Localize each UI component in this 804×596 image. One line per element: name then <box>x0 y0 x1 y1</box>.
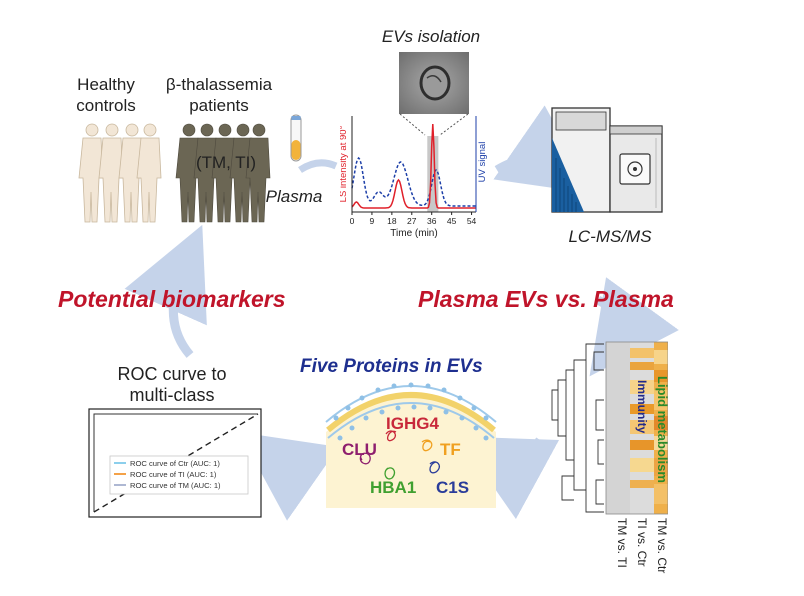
column-label-tm-vs-ctr: TM vs. Ctr <box>655 518 669 573</box>
protein-blob-icon <box>384 467 396 480</box>
tm-ti-label: (TM, TI) <box>195 153 257 172</box>
evs-isolation-label: EVs isolation <box>381 27 481 46</box>
healthy-controls-label: Healthy controls <box>64 74 148 116</box>
immunity-label: Immunity <box>635 380 649 434</box>
arrow-plasma <box>298 159 338 173</box>
thal-line2: patients <box>189 96 249 115</box>
y-axis-right-title: UV signal <box>477 142 488 183</box>
healthy-people-illustration <box>78 123 162 223</box>
roc-title: ROC curve to multi-class <box>92 364 252 406</box>
person-icon <box>118 123 144 223</box>
vesicle-icon <box>419 65 451 101</box>
roc-curve-combined <box>93 413 258 512</box>
healthy-line2: controls <box>76 96 136 115</box>
vesicle-membrane-illustration <box>325 382 497 508</box>
arrow-to-proteins <box>458 436 560 520</box>
person-icon <box>78 123 104 223</box>
uv-trace <box>351 156 476 207</box>
roc-chart: ROC curve of Ctr (AUC: 1) ROC curve of TI… <box>88 408 262 518</box>
heatmap-column-labels: TM vs. TI TI vs. Ctr TM vs. Ctr <box>615 518 669 573</box>
protein-blob-icon <box>385 430 397 442</box>
plasma-evs-heading: Plasma EVs vs. Plasma <box>418 286 674 312</box>
ls-trace <box>351 123 476 209</box>
plasma-label: Plasma <box>265 187 323 206</box>
roc-legend-label: ROC curve of TM (AUC: 1) <box>130 481 221 490</box>
protein-c1s: C1S <box>436 478 470 497</box>
protein-clu: CLU <box>342 440 377 459</box>
x-tick-label: 36 <box>427 216 437 226</box>
person-icon <box>211 123 237 223</box>
protein-ighg4: IGHG4 <box>386 414 439 433</box>
x-tick-label: 45 <box>447 216 457 226</box>
column-label-tm-vs-ti: TM vs. TI <box>615 518 629 568</box>
heatmap: Immunity Lipid metabolism <box>551 341 668 515</box>
five-proteins-title: Five Proteins in EVs <box>300 356 483 377</box>
roc-title-line1: ROC curve to <box>117 364 227 384</box>
arrow-to-heatmap <box>589 277 679 377</box>
arrow-to-lcms <box>493 105 594 194</box>
protein-blob-icon <box>429 461 440 474</box>
patient-people-illustration <box>175 123 271 223</box>
protein-tf: TF <box>440 440 461 459</box>
roc-title-line2: multi-class <box>129 385 215 405</box>
thal-line1: β-thalassemia <box>165 75 273 94</box>
column-label-ti-vs-ctr: TI vs. Ctr <box>635 518 649 567</box>
roc-legend-label: ROC curve of TI (AUC: 1) <box>130 470 217 479</box>
potential-biomarkers-heading: Potential biomarkers <box>58 286 286 312</box>
arrow-to-top <box>124 224 207 358</box>
roc-legend-label: ROC curve of Ctr (AUC: 1) <box>130 459 220 468</box>
heatmap-column-tm-vs-ctr <box>654 342 668 514</box>
person-icon <box>98 123 124 223</box>
plasma-tube-icon <box>290 114 302 162</box>
x-tick-label: 0 <box>350 216 355 226</box>
healthy-line1: Healthy <box>77 75 135 94</box>
x-tick-label: 9 <box>370 216 375 226</box>
arrow-to-roc <box>239 432 339 521</box>
protein-blob-icon <box>421 439 433 452</box>
lipid-metabolism-label: Lipid metabolism <box>655 376 668 483</box>
protein-blob-icon <box>359 452 371 465</box>
x-tick-label: 54 <box>467 216 477 226</box>
lcms-instrument-icon <box>551 107 663 213</box>
person-icon <box>136 123 162 223</box>
lcms-label: LC-MS/MS <box>568 227 652 246</box>
protein-hba1: HBA1 <box>370 478 417 497</box>
dendrogram <box>551 343 604 513</box>
roc-legend-box <box>109 455 249 495</box>
heatmap-column-ti-vs-ctr <box>630 342 654 514</box>
em-image <box>399 52 469 114</box>
thalassemia-patients-label: β-thalassemia patients <box>158 74 280 116</box>
highlight-band <box>427 136 439 212</box>
chromatogram-chart: 0 9 18 27 36 45 54 Time (min) LS intensity at … <box>340 116 488 239</box>
x-tick-label: 27 <box>407 216 417 226</box>
person-icon <box>245 123 271 223</box>
y-axis-left-title: LS intensity at 90° <box>340 125 349 202</box>
x-axis-title: Time (min) <box>390 228 437 239</box>
x-tick-label: 18 <box>387 216 397 226</box>
